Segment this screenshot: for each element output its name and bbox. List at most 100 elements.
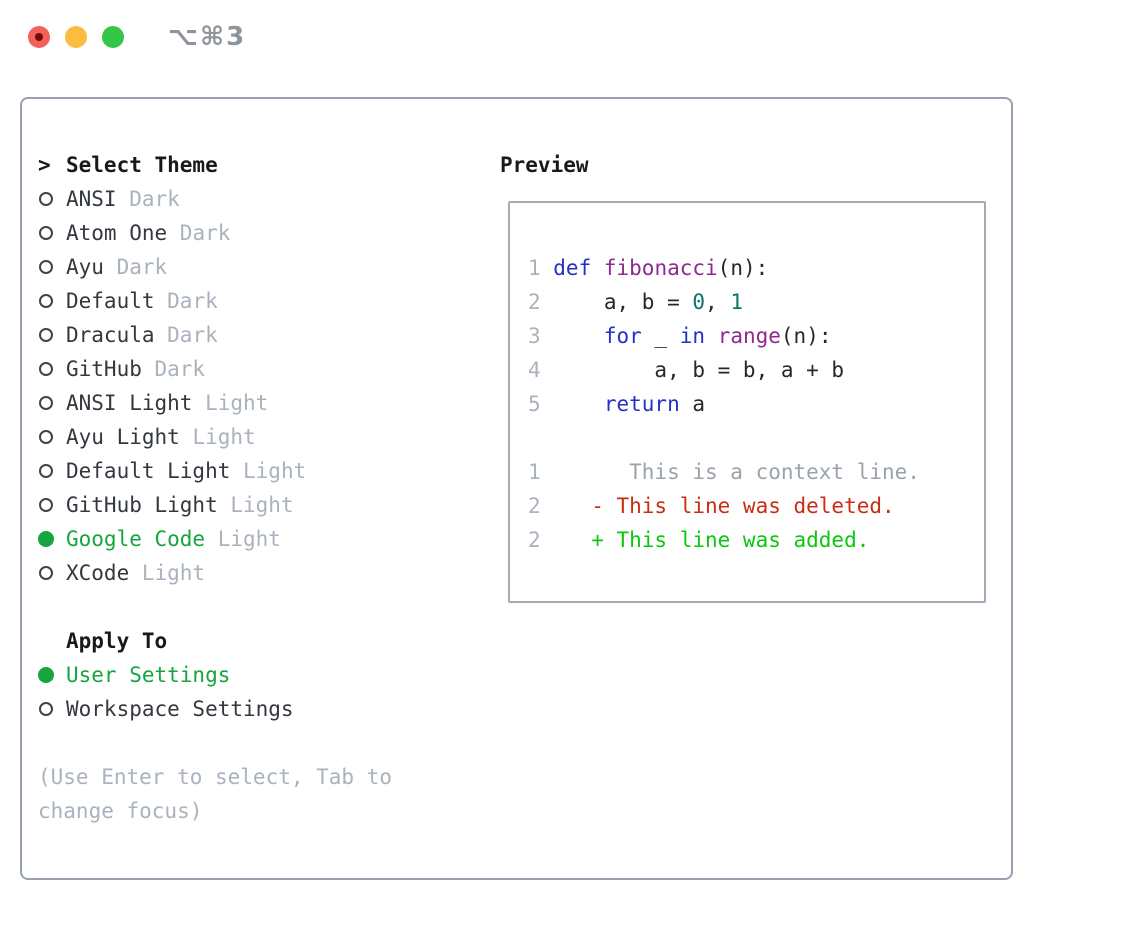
code-token-plain: a, b =	[553, 290, 693, 314]
radio-unselected-icon	[39, 362, 53, 376]
preview-line: 5 return a	[528, 387, 984, 421]
radio-selected-icon	[38, 531, 54, 547]
code-token-function: range	[717, 324, 781, 348]
line-number: 2	[528, 494, 541, 518]
minimize-button[interactable]	[65, 26, 87, 48]
theme-name-label: Atom One	[66, 221, 168, 245]
line-number: 1	[528, 256, 541, 280]
theme-variant-label: Light	[205, 527, 281, 551]
select-theme-title: Select Theme	[66, 153, 218, 177]
apply-to-title: Apply To	[66, 629, 168, 653]
radio-unselected-icon	[39, 396, 53, 410]
code-token-plain: ,	[705, 290, 731, 314]
code-token-keyword: def	[553, 256, 592, 280]
theme-name-label: Default	[66, 289, 155, 313]
radio-unselected-icon	[39, 294, 53, 308]
apply-to-option[interactable]: Workspace Settings	[38, 692, 294, 726]
theme-item[interactable]: ANSI Dark	[38, 182, 180, 216]
close-button[interactable]	[28, 26, 50, 48]
apply-to-option[interactable]: User Settings	[38, 658, 230, 692]
theme-name-label: Default Light	[66, 459, 231, 483]
code-token-plain: a, b = b, a + b	[553, 358, 845, 382]
code-token-keyword: for	[603, 324, 642, 348]
preview-line: 2 - This line was deleted.	[528, 489, 984, 523]
code-token-deleted: - This line was deleted.	[553, 494, 895, 518]
theme-variant-label: Light	[217, 493, 294, 517]
radio-unselected-icon	[39, 464, 53, 478]
theme-name-label: ANSI	[66, 187, 117, 211]
radio-unselected-icon	[39, 226, 53, 240]
theme-item[interactable]: Atom One Dark	[38, 216, 230, 250]
apply-to-option-label: User Settings	[66, 663, 231, 687]
radio-unselected-icon	[39, 566, 53, 580]
theme-variant-label: Light	[230, 459, 307, 483]
code-token-plain	[553, 324, 604, 348]
preview-blank-line	[528, 421, 984, 455]
theme-item[interactable]: Default Dark	[38, 284, 218, 318]
theme-item[interactable]: XCode Light	[38, 556, 205, 590]
line-number: 3	[528, 324, 541, 348]
theme-item[interactable]: GitHub Light Light	[38, 488, 294, 522]
radio-unselected-icon	[39, 498, 53, 512]
preview-line: 2 a, b = 0, 1	[528, 285, 984, 319]
theme-name-label: GitHub Light	[66, 493, 218, 517]
theme-name-label: Ayu	[66, 255, 104, 279]
code-token-added: + This line was added.	[553, 528, 870, 552]
theme-item[interactable]: GitHub Dark	[38, 352, 205, 386]
theme-variant-label: Light	[192, 391, 269, 415]
theme-variant-label: Dark	[154, 323, 218, 347]
focus-caret-icon: >	[38, 153, 51, 177]
preview-title: Preview	[500, 153, 589, 177]
radio-unselected-icon	[39, 702, 53, 716]
theme-item[interactable]: Ayu Dark	[38, 250, 167, 284]
code-token-plain: a	[679, 392, 706, 416]
code-token-plain: _	[641, 324, 680, 348]
zoom-button[interactable]	[102, 26, 124, 48]
code-token-keyword: return	[603, 392, 680, 416]
theme-name-label: Google Code	[66, 527, 206, 551]
select-theme-header-row: > Select Theme	[38, 148, 218, 182]
theme-name-label: Ayu Light	[66, 425, 180, 449]
theme-variant-label: Dark	[116, 187, 180, 211]
line-number: 2	[528, 528, 541, 552]
radio-selected-icon	[38, 667, 54, 683]
preview-header-row: Preview	[500, 148, 589, 182]
theme-item[interactable]: Default Light Light	[38, 454, 306, 488]
window-title: ⌥⌘3	[168, 22, 247, 52]
theme-item[interactable]: Dracula Dark	[38, 318, 218, 352]
theme-variant-label: Dark	[167, 221, 231, 245]
theme-item[interactable]: Ayu Light Light	[38, 420, 256, 454]
radio-unselected-icon	[39, 260, 53, 274]
theme-name-label: Dracula	[66, 323, 155, 347]
window-controls	[28, 26, 124, 48]
code-token-plain: (n):	[780, 324, 832, 348]
theme-item[interactable]: Google Code Light	[38, 522, 281, 556]
line-number: 2	[528, 290, 541, 314]
code-token-plain: (n):	[717, 256, 769, 280]
preview-line: 2 + This line was added.	[528, 523, 984, 557]
titlebar: ⌥⌘3	[0, 0, 1140, 74]
code-token-number: 1	[730, 290, 743, 314]
code-token-plain	[591, 256, 604, 280]
line-number: 5	[528, 392, 541, 416]
line-number: 4	[528, 358, 541, 382]
code-token-keyword: in	[679, 324, 706, 348]
line-number: 1	[528, 460, 541, 484]
code-token-plain	[553, 392, 604, 416]
preview-line: 1 This is a context line.	[528, 455, 984, 489]
theme-item[interactable]: ANSI Light Light	[38, 386, 268, 420]
theme-variant-label: Dark	[141, 357, 206, 381]
unsaved-dot-icon	[35, 33, 43, 41]
radio-unselected-icon	[39, 430, 53, 444]
theme-variant-label: Dark	[103, 255, 168, 279]
code-token-context: This is a context line.	[553, 460, 920, 484]
apply-to-header-row: Apply To	[38, 624, 167, 658]
theme-name-label: ANSI Light	[66, 391, 193, 415]
theme-variant-label: Light	[179, 425, 256, 449]
code-token-plain	[705, 324, 718, 348]
theme-variant-label: Light	[129, 561, 206, 585]
